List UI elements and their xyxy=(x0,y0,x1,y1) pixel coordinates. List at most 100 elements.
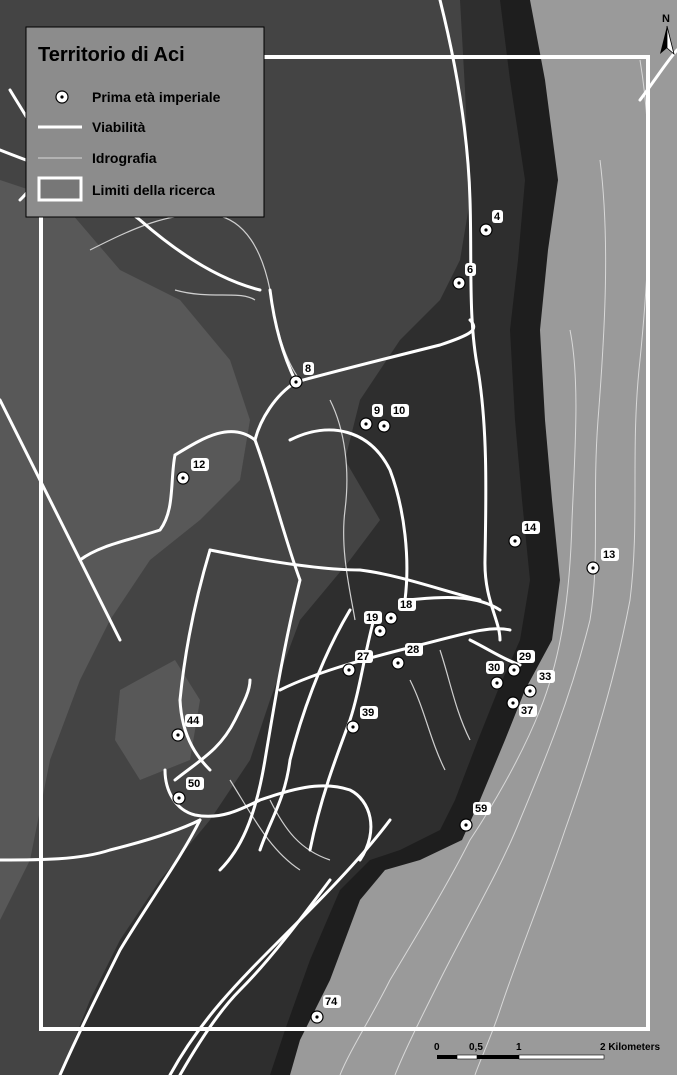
site-marker-dot-19 xyxy=(378,629,382,633)
site-marker-dot-6 xyxy=(457,281,461,285)
site-label-10: 10 xyxy=(393,405,405,417)
road-sw-exit xyxy=(0,818,202,862)
land-light-patch xyxy=(115,660,200,780)
site-label-59: 59 xyxy=(475,803,487,815)
road-east-junction xyxy=(468,638,522,667)
site-label-9: 9 xyxy=(374,405,380,417)
scale-bar-seg-4 xyxy=(518,1054,605,1060)
bathymetry-line-2 xyxy=(394,159,607,1075)
site-marker-dot-33 xyxy=(528,689,532,693)
site-label-bg-37 xyxy=(519,704,537,717)
site-label-8: 8 xyxy=(305,363,311,375)
north-arrow-icon xyxy=(660,26,667,54)
river-4 xyxy=(439,649,471,741)
road-west-edge xyxy=(0,398,122,642)
road-west-lower xyxy=(173,678,252,782)
site-marker-dot-10 xyxy=(382,424,386,428)
site-label-13: 13 xyxy=(603,549,615,561)
site-label-bg-59 xyxy=(473,802,491,815)
site-label-39: 39 xyxy=(362,707,374,719)
site-marker-dot-29 xyxy=(512,668,516,672)
road-central xyxy=(288,428,502,612)
survey-limits-frame xyxy=(39,55,650,1031)
site-label-bg-33 xyxy=(537,670,555,683)
north-arrow: N xyxy=(660,13,675,56)
site-label-12: 12 xyxy=(193,459,205,471)
road-coastal xyxy=(438,0,502,642)
site-marker-dot-8 xyxy=(294,380,298,384)
site-label-bg-44 xyxy=(185,714,203,727)
site-label-bg-12 xyxy=(191,458,209,471)
site-label-bg-30 xyxy=(486,661,504,674)
site-label-14: 14 xyxy=(524,522,537,534)
road-west-loop xyxy=(78,430,257,562)
legend-title: Territorio di Aci xyxy=(38,44,185,66)
scale-bar-seg-1 xyxy=(437,1055,457,1059)
site-marker-dot-9 xyxy=(364,422,368,426)
site-label-bg-13 xyxy=(601,548,619,561)
road-south-net-1 xyxy=(258,608,352,852)
road-sw-loop xyxy=(163,768,373,862)
site-label-4: 4 xyxy=(494,211,501,223)
site-label-bg-14 xyxy=(522,521,540,534)
river-7 xyxy=(229,779,301,871)
site-marker-dot-18 xyxy=(389,616,393,620)
site-label-37: 37 xyxy=(521,705,533,717)
site-marker-dot-30 xyxy=(495,681,499,685)
north-arrow-icon-half xyxy=(666,25,675,56)
site-label-bg-50 xyxy=(186,777,204,790)
scale-bar-seg-2 xyxy=(456,1054,478,1060)
scale-tick-0: 0 xyxy=(434,1042,440,1053)
site-marker-dot-44 xyxy=(176,733,180,737)
river-5 xyxy=(409,679,446,771)
road-south-exit-3 xyxy=(178,878,332,1075)
legend-limits-symbol xyxy=(37,176,83,202)
scale-bar: 0 0,5 1 2 Kilometers xyxy=(434,1042,660,1060)
site-marker-dot-27 xyxy=(347,668,351,672)
legend-item-rivers-label: Idrografia xyxy=(92,150,157,166)
river-6 xyxy=(269,799,331,861)
scale-tick-1: 0,5 xyxy=(469,1042,483,1053)
site-label-28: 28 xyxy=(407,644,419,656)
site-label-29: 29 xyxy=(519,651,531,663)
legend-site-symbol-dot xyxy=(60,95,64,99)
legend-item-sites-label: Prima età imperiale xyxy=(92,89,221,105)
site-marker-dot-37 xyxy=(511,701,515,705)
site-label-bg-18 xyxy=(398,598,416,611)
site-marker-dot-39 xyxy=(351,725,355,729)
site-marker-dot-74 xyxy=(315,1015,319,1019)
site-label-30: 30 xyxy=(488,662,500,674)
river-2 xyxy=(174,289,256,301)
site-marker-dot-13 xyxy=(591,566,595,570)
road-west-mid xyxy=(178,548,212,772)
road-mid xyxy=(208,548,482,602)
site-label-bg-9 xyxy=(372,404,383,417)
site-label-bg-28 xyxy=(405,643,423,656)
site-label-6: 6 xyxy=(467,264,473,276)
site-label-bg-8 xyxy=(303,362,314,375)
site-label-bg-19 xyxy=(364,611,382,624)
road-south-net-3 xyxy=(308,613,377,852)
road-south-exit-1 xyxy=(58,818,202,1075)
road-mid-north xyxy=(218,438,302,872)
site-label-bg-10 xyxy=(391,404,409,417)
site-marker-dot-12 xyxy=(181,476,185,480)
site-marker-dot-50 xyxy=(177,796,181,800)
site-label-bg-39 xyxy=(360,706,378,719)
site-marker-dot-4 xyxy=(484,228,488,232)
legend-panel: Territorio di Aci Prima età imperiale Vi… xyxy=(25,26,265,218)
site-label-bg-27 xyxy=(355,650,373,663)
land-light-upland xyxy=(0,180,250,920)
bathymetry-line-1 xyxy=(339,329,577,1075)
site-label-bg-29 xyxy=(517,650,535,663)
site-label-27: 27 xyxy=(357,651,369,663)
scale-bar-seg-3 xyxy=(477,1055,519,1059)
scale-tick-3: 2 Kilometers xyxy=(600,1042,660,1053)
site-marker-dot-28 xyxy=(396,661,400,665)
legend-item-limits-label: Limiti della ricerca xyxy=(92,182,215,198)
legend-item-roads-label: Viabilità xyxy=(92,119,146,135)
road-transverse-1 xyxy=(294,318,476,384)
